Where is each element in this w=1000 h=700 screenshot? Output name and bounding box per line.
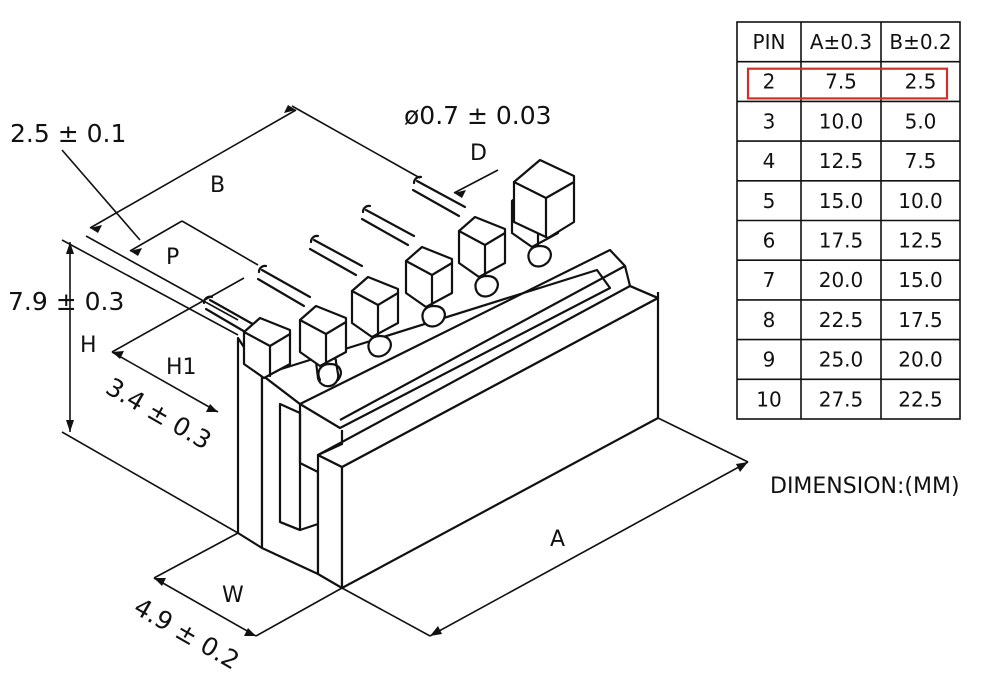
table-cell: 2 bbox=[763, 70, 776, 94]
label-d-dimension: ø0.7 ± 0.03 bbox=[404, 101, 552, 130]
table-cell: 17.5 bbox=[898, 308, 943, 332]
table-cell: 3 bbox=[763, 109, 776, 133]
arrowheads bbox=[66, 105, 748, 636]
table-cell: 15.0 bbox=[898, 268, 943, 292]
table-cell: 20.0 bbox=[819, 268, 864, 292]
table-cell: 7.5 bbox=[905, 149, 937, 173]
table-cell: 7.5 bbox=[825, 70, 857, 94]
table-cell: 22.5 bbox=[898, 387, 943, 411]
table-header: B±0.2 bbox=[889, 30, 951, 54]
units-label: DIMENSION:(MM) bbox=[770, 474, 960, 499]
table-cell: 20.0 bbox=[898, 348, 943, 372]
letter-w: W bbox=[222, 583, 244, 608]
letter-h: H bbox=[80, 333, 97, 358]
pin-row bbox=[202, 158, 576, 388]
table-cell: 12.5 bbox=[898, 228, 943, 252]
highlight-box bbox=[746, 67, 949, 100]
dimension-lines bbox=[61, 105, 749, 637]
letter-a: A bbox=[550, 527, 565, 552]
table-header: A±0.3 bbox=[810, 30, 872, 54]
table-cell: 25.0 bbox=[819, 348, 864, 372]
letter-b: B bbox=[210, 173, 225, 198]
table-cell: 6 bbox=[763, 228, 776, 252]
table-cell: 12.5 bbox=[819, 149, 864, 173]
table-cell: 22.5 bbox=[819, 308, 864, 332]
connector-body bbox=[236, 248, 660, 590]
table-cell: 10.0 bbox=[898, 189, 943, 213]
table-cell: 10 bbox=[756, 387, 781, 411]
table-cell: 15.0 bbox=[819, 189, 864, 213]
label-p-dimension: 2.5 ± 0.1 bbox=[10, 119, 126, 148]
table-cell: 10.0 bbox=[819, 109, 864, 133]
letter-d: D bbox=[470, 141, 487, 166]
label-h-dimension: 7.9 ± 0.3 bbox=[8, 287, 124, 316]
table-header: PIN bbox=[753, 30, 786, 54]
table-cell: 17.5 bbox=[819, 228, 864, 252]
label-h1-dimension: 3.4 ± 0.3 bbox=[101, 372, 216, 455]
table-cell: 9 bbox=[763, 348, 776, 372]
table-cell: 4 bbox=[763, 149, 776, 173]
letter-h1: H1 bbox=[166, 355, 197, 380]
table-cell: 5 bbox=[763, 189, 776, 213]
table-cell: 27.5 bbox=[819, 387, 864, 411]
table-cell: 7 bbox=[763, 268, 776, 292]
table-cell: 2.5 bbox=[905, 70, 937, 94]
table-cell: 5.0 bbox=[905, 109, 937, 133]
table-cell: 8 bbox=[763, 308, 776, 332]
letter-p: P bbox=[166, 245, 179, 270]
